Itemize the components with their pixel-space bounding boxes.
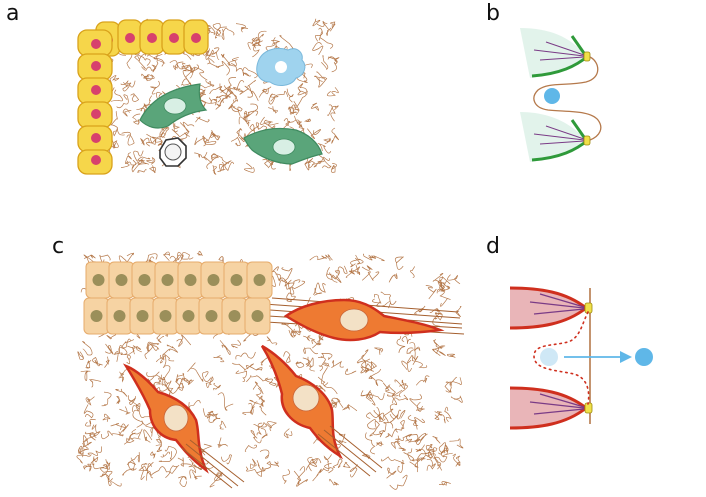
cell-protrusion-icon bbox=[520, 28, 586, 78]
nucleus-icon bbox=[207, 274, 220, 286]
adhesion-icon bbox=[583, 51, 591, 62]
protrusion-fibers bbox=[181, 439, 245, 489]
migrating-cell-icon bbox=[260, 344, 344, 460]
nucleus-icon bbox=[138, 274, 151, 286]
nucleus-icon bbox=[184, 274, 197, 286]
panel-d-label: d bbox=[486, 234, 500, 259]
nucleus-icon bbox=[91, 61, 101, 71]
nucleus-icon bbox=[115, 274, 128, 286]
cell-protrusion-icon bbox=[520, 112, 586, 162]
nucleus-icon bbox=[92, 274, 105, 286]
nucleus-icon bbox=[147, 33, 157, 43]
panel-b-label: b bbox=[486, 1, 500, 26]
membrane-outline bbox=[533, 56, 602, 141]
fibroblast-icon bbox=[243, 127, 323, 165]
nucleus-icon bbox=[91, 109, 101, 119]
protrusion-fibers bbox=[317, 425, 383, 477]
fibroblast-icon bbox=[139, 83, 208, 129]
invading-cell-icon bbox=[283, 298, 445, 342]
nucleus-icon bbox=[191, 33, 201, 43]
panel-c-label: c bbox=[52, 234, 64, 259]
nucleus-icon bbox=[251, 310, 264, 322]
faded-cell-icon bbox=[540, 348, 558, 366]
panel-b bbox=[520, 28, 602, 162]
nucleus-icon bbox=[230, 274, 243, 286]
nucleus-icon bbox=[161, 274, 174, 286]
panel-a-label: a bbox=[6, 1, 19, 26]
panel-c-epithelium bbox=[83, 261, 273, 335]
nucleus-icon bbox=[113, 310, 126, 322]
nucleus-icon bbox=[228, 310, 241, 322]
nucleus-icon bbox=[125, 33, 135, 43]
cell-blue-dot-icon bbox=[544, 88, 560, 104]
panel-a-epithelium bbox=[77, 19, 209, 175]
immune-cell-icon bbox=[256, 48, 306, 86]
nucleus-icon bbox=[91, 39, 101, 49]
nucleus-icon bbox=[91, 85, 101, 95]
nucleus-icon bbox=[136, 310, 149, 322]
nucleus-icon bbox=[169, 33, 179, 43]
adhesion-icon bbox=[584, 302, 593, 314]
nucleus-icon bbox=[91, 133, 101, 143]
dotted-membrane bbox=[533, 311, 590, 405]
nucleus-icon bbox=[205, 310, 218, 322]
immune-cell-icon bbox=[159, 137, 187, 167]
nucleus-icon bbox=[90, 310, 103, 322]
nucleus-icon bbox=[253, 274, 266, 286]
nucleus-icon bbox=[91, 155, 101, 165]
panel-c bbox=[76, 250, 465, 490]
panel-d bbox=[509, 286, 653, 430]
nucleus-icon bbox=[159, 310, 172, 322]
panel-a bbox=[77, 18, 340, 175]
adhesion-icon bbox=[583, 135, 591, 146]
cell-protrusion-icon bbox=[510, 388, 586, 428]
cell-blue-dot-icon bbox=[635, 348, 653, 366]
nucleus-icon bbox=[182, 310, 195, 322]
cell-protrusion-icon bbox=[510, 288, 586, 328]
arrow-head-icon bbox=[620, 351, 632, 363]
